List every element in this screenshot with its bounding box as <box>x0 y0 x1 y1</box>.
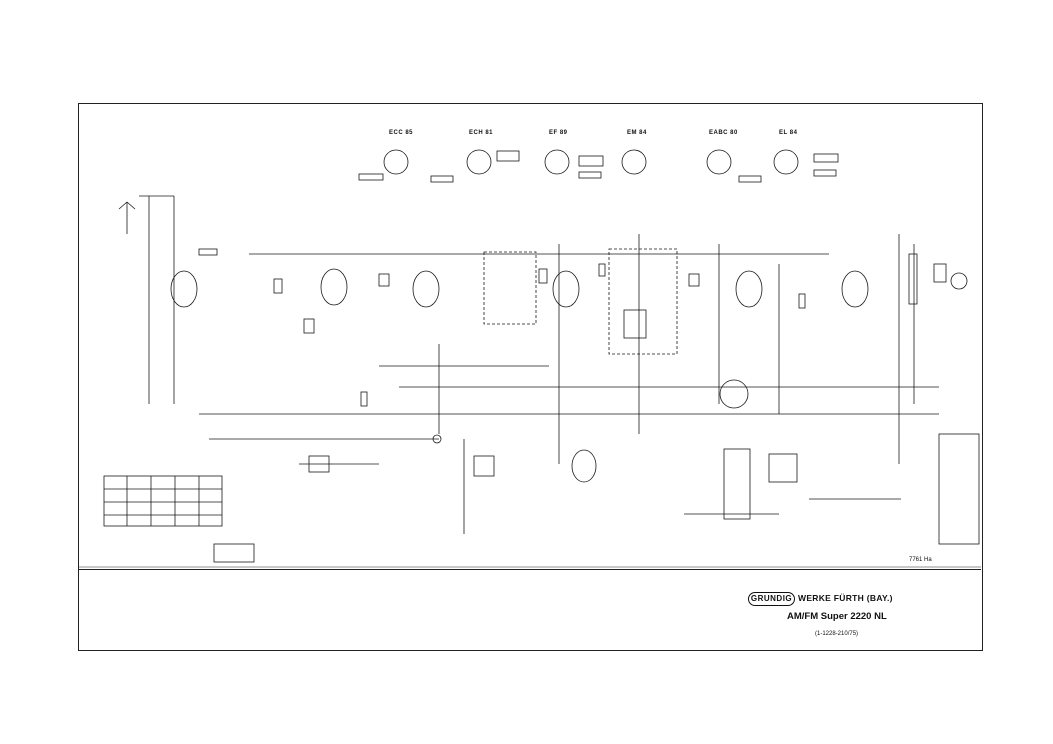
circuit-schematic <box>79 149 981 568</box>
components <box>198 248 980 545</box>
tube-label-eabc80: EABC 80 <box>709 130 738 136</box>
schematic-sheet: ECC 85 ECH 81 EF 89 EM 84 EABC 80 EL 84 … <box>78 103 983 651</box>
sheet-number: 7761 Ha <box>909 557 932 563</box>
tube-label-em84: EM 84 <box>627 130 647 136</box>
model-name: AM/FM Super 2220 NL <box>787 611 887 622</box>
brand-logo: GRUNDIG <box>748 592 795 606</box>
tube-label-el84: EL 84 <box>779 130 798 136</box>
tube-base-diagrams <box>358 149 839 183</box>
title-block <box>79 569 981 651</box>
tube-symbols <box>170 268 869 483</box>
manufacturer: WERKE FÜRTH (BAY.) <box>798 593 893 603</box>
tube-label-ech81: ECH 81 <box>469 130 494 136</box>
document-number: (1-1228-210/75) <box>815 631 859 637</box>
tube-label-ef89: EF 89 <box>549 130 568 136</box>
switch-matrix <box>103 475 255 563</box>
tube-label-ecc85: ECC 85 <box>389 130 414 136</box>
